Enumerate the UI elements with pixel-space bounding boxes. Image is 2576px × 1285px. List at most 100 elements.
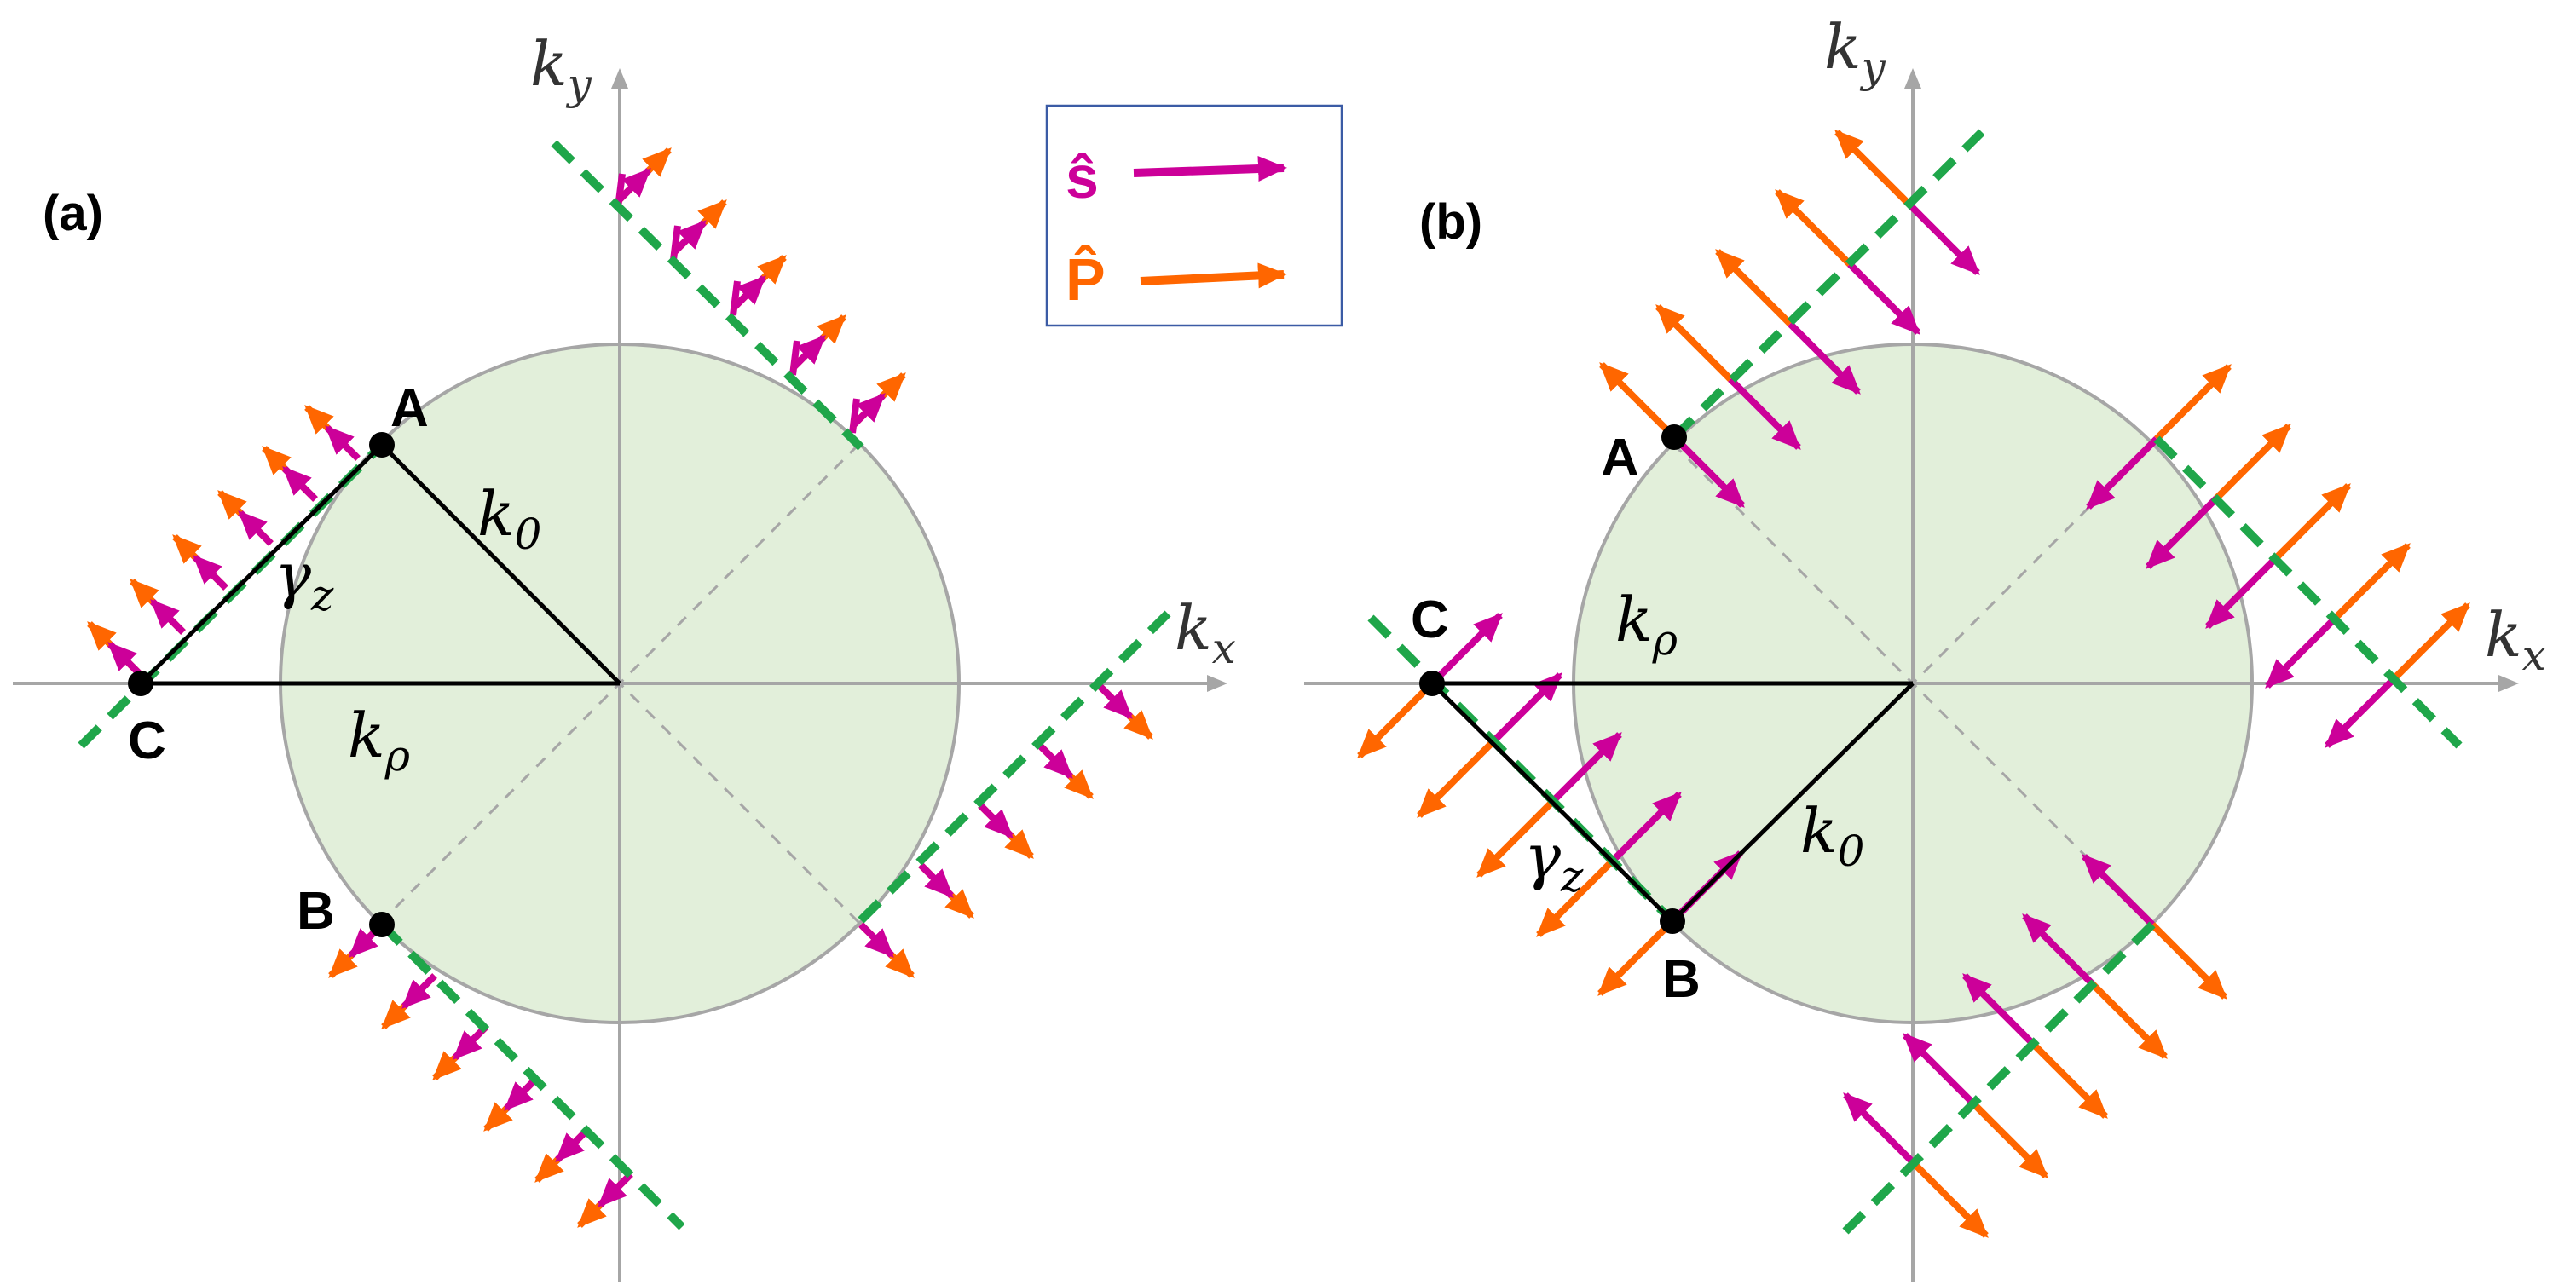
s-vector-stem [849,398,860,434]
s-vector-arrow [731,275,766,311]
green-dashed-line [2153,435,2463,749]
panel-b-label: (b) [1419,194,1482,250]
p-vector-arrow [2030,1041,2108,1119]
segment-c-a [139,443,384,685]
s-vector-arrow [598,1172,633,1207]
legend-s-arrow [1133,156,1287,182]
s-vector-arrow [1843,1092,1916,1166]
p-vector-arrow [2150,922,2227,1000]
s-vector-arrow [193,555,228,591]
s-vector-arrow [1847,262,1920,335]
s-vector-arrow [401,973,437,1009]
p-vector-arrow [1911,1161,1989,1238]
s-vector-arrow [918,862,954,898]
s-vector-arrow [671,220,707,256]
p-vector-arrow [1775,189,1852,267]
legend-p-arrow [1140,262,1287,289]
s-vector-arrow [1672,435,1745,508]
s-vector-arrow [555,1127,591,1162]
panel-b: (b) A B C kx ky k0 kρ γz [1304,11,2546,1282]
s-vector-arrow [1489,672,1562,746]
p-vector-arrow [2273,483,2351,561]
point-b-label: B [297,882,335,941]
green-dashed-line [551,140,864,451]
s-vector-arrow [1097,683,1133,719]
point-c-dot [1419,671,1445,696]
p-vector-arrow [1417,740,1494,818]
panel-a-label: (a) [43,186,103,241]
ky-axis-label: ky [1824,11,1886,92]
legend-box: ŝ P̂ [1045,104,1343,327]
s-vector-arrow [504,1075,540,1111]
polarization-vectors [87,147,1153,1228]
ky-axis-arrowhead [611,68,628,89]
s-vector-arrow [1728,377,1801,450]
p-vector-arrow [1536,860,1614,937]
p-vector-arrow [1476,800,1554,878]
krho-label: kρ [1615,584,1678,665]
s-vector-arrow [1549,732,1622,805]
krho-label: kρ [348,700,411,781]
point-a-dot [1661,424,1687,450]
point-c-label: C [1411,591,1449,649]
green-dashed-line [378,921,685,1230]
s-vector-arrow [850,393,886,429]
kx-axis-arrowhead [1207,675,1227,692]
s-vector-arrow [2146,496,2219,569]
gamma-z-label: γz [1524,821,1584,902]
p-vector-arrow [1971,1101,2048,1178]
point-a-label: A [390,379,429,438]
polarization-vectors [1357,130,2470,1238]
point-a-label: A [1601,429,1639,487]
point-a-dot [369,432,395,458]
point-b-dot [1660,908,1685,934]
k0-segment [380,443,621,685]
point-c-dot [128,671,153,696]
p-vector-arrow [2154,364,2232,441]
green-dashed-line [1842,921,2156,1235]
s-vector-arrow [107,642,143,677]
p-vector-arrow [1655,304,1733,382]
p-vector-arrow [1597,919,1675,996]
ky-axis-label: ky [530,28,592,109]
s-vector-arrow [1903,1033,1976,1106]
segment-c-b [1430,682,1674,923]
s-vector-arrow [238,510,274,546]
legend-p-label: P̂ [1066,245,1106,313]
s-vector-arrow [1609,792,1682,865]
s-vector-arrow [790,335,826,371]
p-vector-arrow [1715,249,1793,326]
green-dashed-line [1671,129,1985,441]
ky-axis-arrowhead [1904,68,1921,89]
p-vector-arrow [2393,602,2470,680]
s-vector-stem [670,225,681,261]
point-c-label: C [128,712,166,770]
s-vector-arrow [2265,615,2338,689]
point-b-label: B [1662,950,1701,1009]
p-vector-arrow [1599,362,1677,440]
s-vector-stem [789,340,800,376]
k0-label: k0 [477,478,541,559]
p-vector-arrow [1357,681,1435,758]
s-vector-arrow [1962,973,2036,1046]
s-vector-arrow [2082,854,2155,927]
p-vector-arrow [2214,424,2291,501]
s-vector-arrow [453,1024,488,1060]
s-vector-arrow [615,168,651,204]
green-dashed-line [858,610,1171,924]
s-vector-arrow [1430,613,1503,686]
s-vector-arrow [978,803,1014,838]
panel-a: (a) A B C kx ky k0 kρ γz [13,28,1236,1282]
s-vector-arrow [2022,913,2095,987]
s-vector-arrow [2086,436,2159,510]
k0-segment [1671,682,1915,923]
s-vector-arrow [2325,675,2398,748]
kx-axis-label: kx [1175,592,1236,673]
s-vector-arrow [2205,556,2279,629]
p-vector-arrow [2333,543,2411,620]
k0-label: k0 [1800,795,1864,876]
s-vector-arrow [858,922,894,958]
s-vector-arrow [150,599,186,635]
p-vector-arrow [1834,130,1912,207]
